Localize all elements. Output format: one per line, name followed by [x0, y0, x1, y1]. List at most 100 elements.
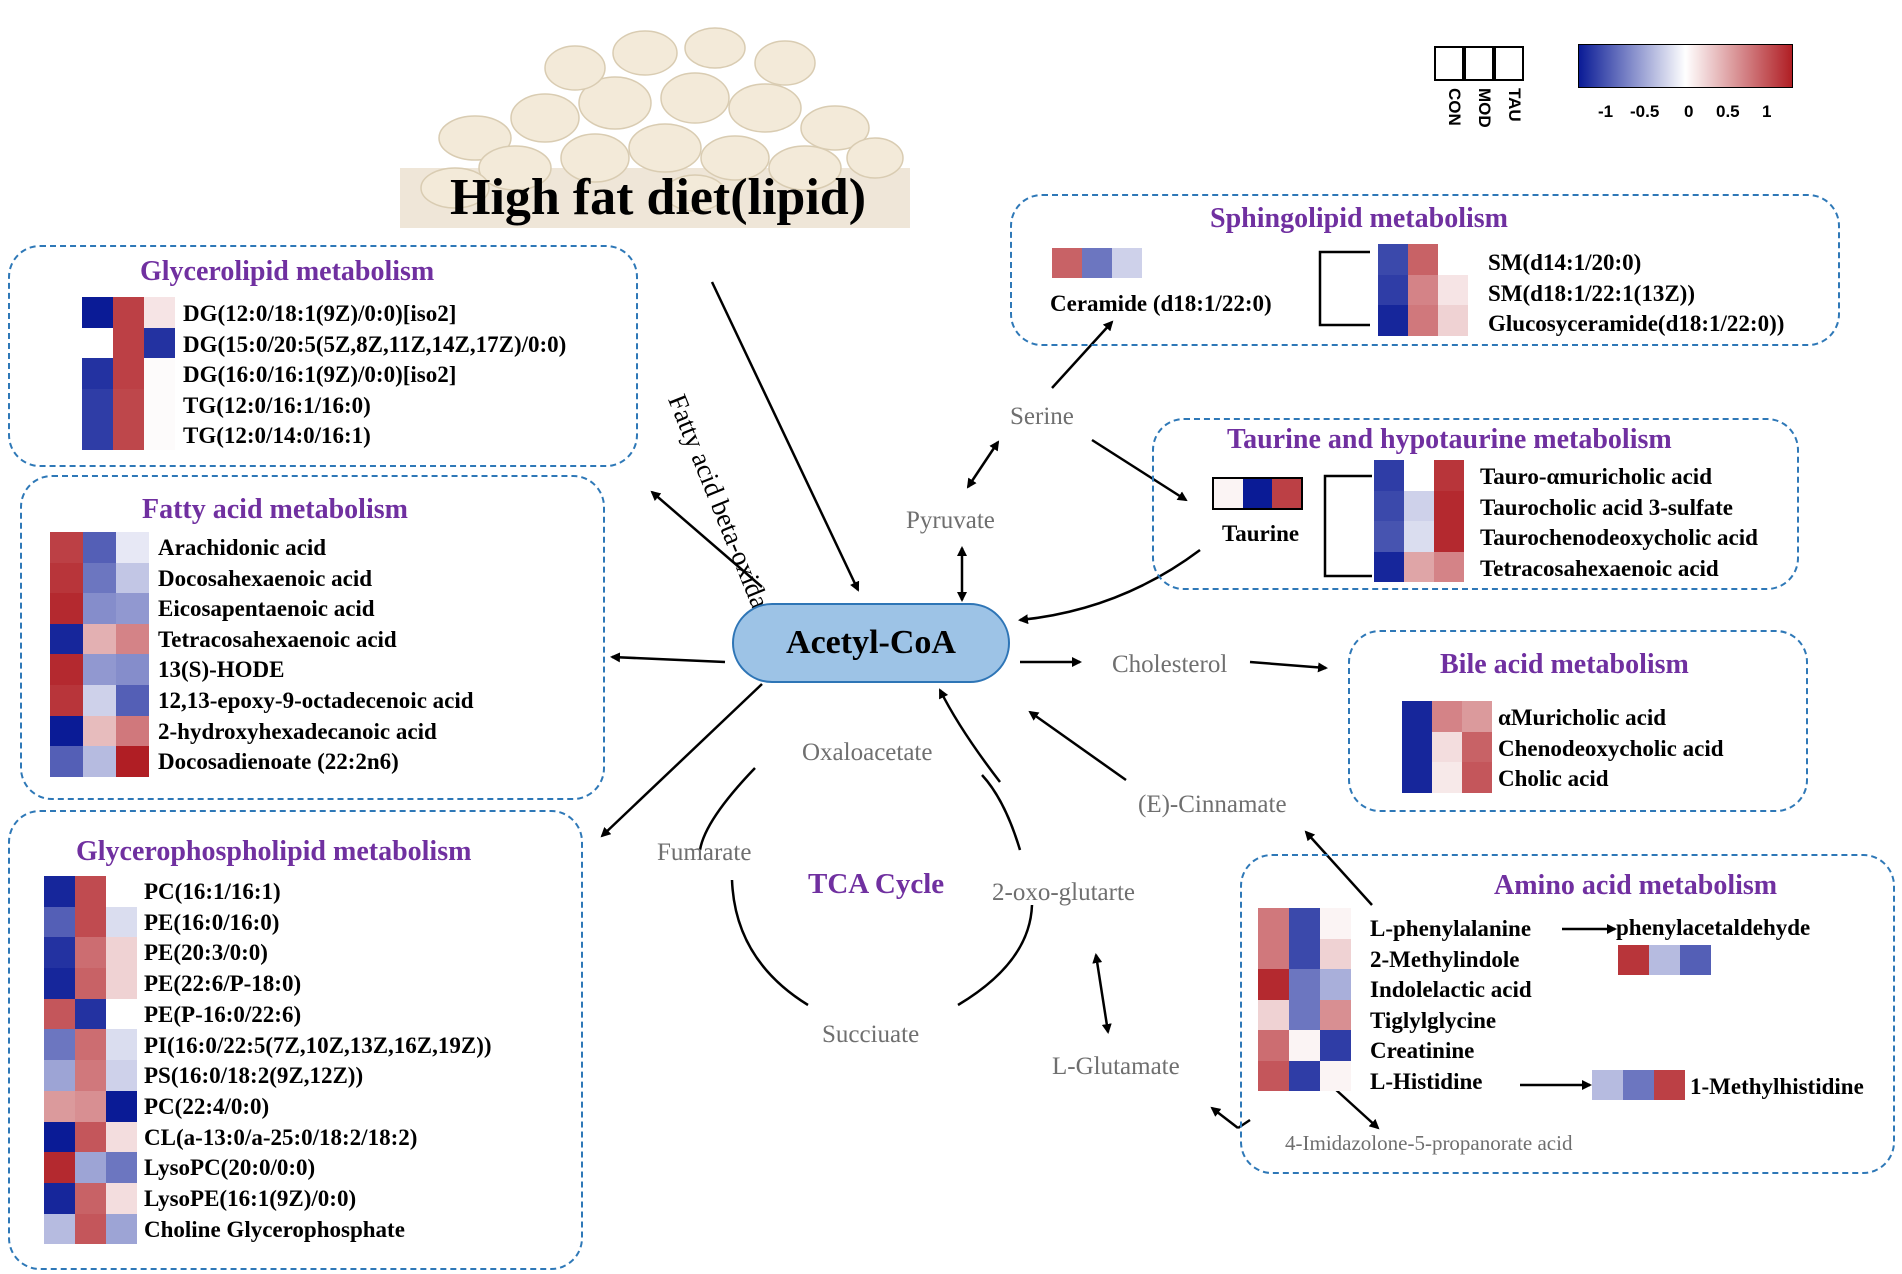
heatmap-cell	[1320, 1030, 1351, 1061]
heatmap-cell	[1289, 1060, 1320, 1091]
heatmap-cell	[1462, 762, 1492, 793]
heatmap-cell	[144, 388, 175, 419]
metabolite-label: CL(a-13:0/a-25:0/18:2/18:2)	[144, 1124, 418, 1150]
arrow-cinnamate-acetyl	[1028, 710, 1127, 782]
heatmap-cell	[1432, 731, 1462, 762]
heatmap-cell	[144, 327, 175, 358]
color-scale-bar	[1578, 44, 1793, 88]
heatmap-cell	[1649, 945, 1680, 975]
heatmap-row	[1374, 551, 1464, 582]
heatmap-cell	[44, 1060, 75, 1091]
metabolite-label: 2-Methylindole	[1370, 946, 1520, 972]
heatmap-cell	[75, 1213, 106, 1245]
heatmap-cell	[106, 1029, 137, 1061]
metabolite-label: SM(d14:1/20:0)	[1488, 250, 1642, 275]
heatmap-cell	[75, 1121, 106, 1153]
heatmap-cell	[1374, 490, 1404, 521]
heatmap-cell	[1404, 521, 1434, 552]
heatmap-cell	[116, 654, 149, 685]
heatmap-cell	[1289, 999, 1320, 1030]
glutamate-label: L-Glutamate	[1052, 1053, 1180, 1080]
glycerolipid-title: Glycerolipid metabolism	[140, 256, 435, 287]
metabolite-label: LysoPE(16:1(9Z)/0:0)	[144, 1186, 357, 1211]
heatmap-cell	[82, 419, 113, 450]
group-key-cell-tau	[1494, 46, 1524, 81]
heatmap-cell	[75, 937, 106, 969]
heatmap-row	[1258, 969, 1351, 1000]
metabolite-label: L-phenylalanine	[1370, 916, 1532, 941]
metabolite-label: DG(15:0/20:5(5Z,8Z,11Z,14Z,17Z)/0:0)	[183, 331, 567, 357]
sphingolipid-panel	[1010, 194, 1840, 346]
metabolite-label: SM(d18:1/22:1(13Z))	[1488, 280, 1695, 306]
arrow-tca-acetyl	[938, 688, 1001, 783]
heatmap-cell	[83, 532, 116, 563]
heatmap-cell	[44, 1213, 75, 1245]
heatmap-cell	[1289, 938, 1320, 969]
heatmap-cell	[106, 906, 137, 938]
heatmap-cell	[1320, 908, 1351, 939]
tca-arc-left	[730, 879, 809, 1007]
heatmap-row	[1592, 1070, 1685, 1100]
heatmap-row	[50, 623, 149, 655]
heatmap-cell	[1438, 305, 1468, 336]
heatmap-row	[50, 715, 149, 747]
metabolite-label: DG(16:0/16:1(9Z)/0:0)[iso2]	[183, 362, 457, 387]
taurine-panel	[1152, 418, 1799, 590]
metabolite-label: Creatinine	[1370, 1038, 1475, 1063]
heatmap-row	[1378, 244, 1468, 275]
heatmap-cell	[1289, 1030, 1320, 1061]
heatmap-cell	[44, 1029, 75, 1061]
methylhistidine-label: 1-Methylhistidine	[1690, 1074, 1864, 1099]
heatmap-cell	[116, 715, 149, 747]
heatmap-cell	[116, 623, 149, 655]
ceramide-heatmap	[1052, 248, 1142, 278]
heatmap-row	[44, 998, 137, 1030]
metabolite-label: Cholic acid	[1498, 766, 1609, 791]
ceramide-label: Ceramide (d18:1/22:0)	[1050, 291, 1272, 316]
heatmap-cell	[75, 1090, 106, 1122]
heatmap-cell	[1052, 248, 1082, 278]
heatmap-cell	[75, 998, 106, 1030]
heatmap-cell	[1258, 999, 1289, 1030]
heatmap-cell	[1258, 908, 1289, 939]
heatmap-cell	[1320, 969, 1351, 1000]
amino-acid-title: Amino acid metabolism	[1494, 870, 1778, 901]
amino-acid-heatmap	[1258, 908, 1351, 1091]
metabolite-label: PE(P-16:0/22:6)	[144, 1001, 302, 1027]
heatmap-cell	[1462, 701, 1492, 732]
heatmap-cell	[1434, 490, 1464, 521]
metabolite-label: PE(22:6/P-18:0)	[144, 971, 302, 997]
heatmap-cell	[1402, 701, 1432, 732]
heatmap-cell	[1258, 969, 1289, 1000]
heatmap-row	[1052, 248, 1142, 278]
heatmap-cell	[83, 654, 116, 685]
metabolite-label: PC(16:1/16:1)	[144, 879, 281, 904]
taurine-title: Taurine and hypotaurine metabolism	[1227, 424, 1672, 455]
metabolite-label: LysoPC(20:0/0:0)	[144, 1155, 316, 1181]
heatmap-cell	[1243, 479, 1272, 508]
heatmap-cell	[50, 562, 83, 594]
heatmap-cell	[1404, 551, 1434, 582]
heatmap-row	[50, 654, 149, 685]
heatmap-row	[1402, 762, 1492, 793]
heatmap-cell	[1374, 521, 1404, 552]
heatmap-cell	[1258, 1060, 1289, 1091]
arrow-cholesterol-bile	[1249, 660, 1328, 673]
taurine-heatmap	[1212, 477, 1303, 510]
metabolite-label: TG(12:0/16:1/16:0)	[183, 392, 371, 418]
heatmap-row	[1378, 274, 1468, 305]
heatmap-cell	[106, 998, 137, 1030]
metabolite-label: Docosahexaenoic acid	[158, 565, 373, 591]
heatmap-row	[50, 684, 149, 716]
heatmap-row	[1258, 1060, 1351, 1091]
heatmap-cell	[1374, 460, 1404, 491]
heatmap-cell	[82, 388, 113, 419]
heatmap-cell	[75, 1029, 106, 1061]
heatmap-row	[44, 1121, 137, 1153]
heatmap-cell	[83, 593, 116, 624]
heatmap-cell	[144, 419, 175, 450]
glycerolipid-heatmap	[82, 297, 175, 450]
heatmap-cell	[1082, 248, 1112, 278]
heatmap-row	[1378, 305, 1468, 336]
heatmap-row	[44, 1029, 137, 1061]
